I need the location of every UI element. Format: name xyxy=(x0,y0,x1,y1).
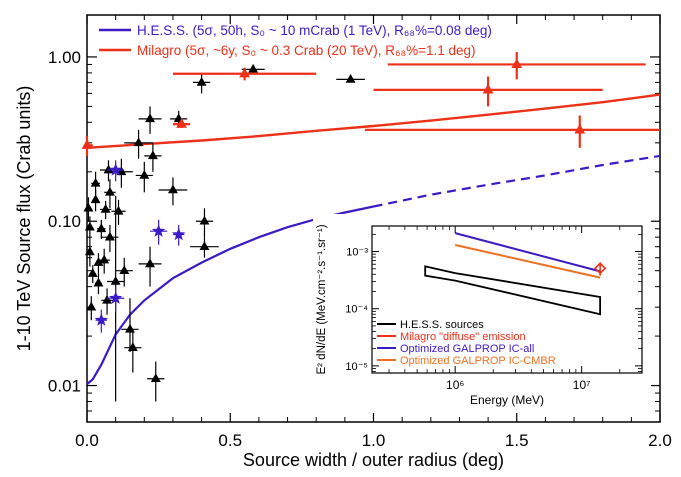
data-point-star xyxy=(152,224,166,237)
y-tick-label: 0.01 xyxy=(48,377,81,396)
data-point-triangle xyxy=(103,164,114,174)
data-point-triangle xyxy=(96,223,107,233)
inset-legend-label: Optimized GALPROP IC-all xyxy=(400,343,534,355)
data-point-triangle xyxy=(168,184,178,194)
x-tick-label: 1.5 xyxy=(505,431,529,450)
inset-milagro-point xyxy=(594,262,607,275)
inset-frame xyxy=(371,225,643,374)
data-point-triangle xyxy=(104,231,115,241)
data-point-star xyxy=(109,163,123,176)
inset-legend-label: Milagro "diffuse" emission xyxy=(400,331,526,343)
inset-y-axis-label: E² dN/dE (MeV.cm⁻².s⁻¹.sr⁻¹) xyxy=(316,224,328,374)
data-point-triangle xyxy=(100,203,111,213)
y-tick-label: 1.00 xyxy=(48,48,81,67)
data-point-triangle xyxy=(110,275,121,285)
inset-y-tick-label: 10⁻⁵ xyxy=(345,361,368,373)
data-point-triangle xyxy=(133,137,144,147)
inset-x-axis-label: Energy (MeV) xyxy=(470,393,544,407)
milagro-sensitivity-curve xyxy=(86,93,661,149)
x-tick-label: 2.0 xyxy=(648,431,672,450)
inset-ic-cmbr-line xyxy=(454,244,601,279)
data-point-triangle xyxy=(150,373,161,383)
y-tick-label: 0.10 xyxy=(48,212,81,231)
data-point-triangle xyxy=(199,241,210,250)
data-point-triangle xyxy=(104,186,115,196)
x-tick-label: 1.0 xyxy=(362,431,386,450)
x-axis-label: Source width / outer radius (deg) xyxy=(243,450,504,470)
data-point-triangle xyxy=(90,177,101,187)
hess-sensitivity-extrapolation xyxy=(373,154,661,208)
data-point-triangle xyxy=(90,194,101,204)
inset-x-tick-label: 10⁷ xyxy=(573,378,591,392)
inset-y-tick-label: 10⁻³ xyxy=(346,247,368,259)
data-point-triangle xyxy=(84,221,95,231)
data-point-triangle xyxy=(99,254,110,264)
data-point-triangle xyxy=(86,301,97,311)
legend-label: Milagro (5σ, ~6y, S₀ ~ 0.3 Crab (20 TeV)… xyxy=(137,43,476,58)
point-series-3b1bc8-star xyxy=(94,160,186,333)
data-point-triangle xyxy=(199,215,210,225)
data-point-triangle xyxy=(81,139,93,149)
x-tick-label: 0.0 xyxy=(75,431,99,450)
data-point-triangle xyxy=(119,265,130,275)
data-point-triangle xyxy=(574,123,586,134)
data-point-triangle xyxy=(239,67,250,78)
data-point-triangle xyxy=(482,83,494,94)
data-point-triangle xyxy=(127,342,138,351)
data-point-triangle xyxy=(93,257,104,266)
inset-plot: 10⁶ 10⁷ 10⁻⁵ 10⁻⁴ 10⁻³ Energy (MeV) E² dN/dE (… xyxy=(313,214,651,412)
inset-legend-label: Optimized GALPROP IC-CMBR xyxy=(400,355,556,367)
data-point-triangle xyxy=(139,169,150,179)
data-point-triangle xyxy=(147,150,158,160)
data-point-triangle xyxy=(196,76,207,86)
data-point-triangle xyxy=(125,323,135,333)
data-point-triangle xyxy=(176,118,187,128)
data-point-triangle xyxy=(345,73,356,83)
point-series-ee3018-triangle xyxy=(81,52,660,156)
inset-x-tick-label: 10⁶ xyxy=(446,378,464,392)
data-point-star xyxy=(94,313,108,326)
x-tick-label: 0.5 xyxy=(218,431,242,450)
inset-y-tick-label: 10⁻⁴ xyxy=(345,304,368,316)
data-point-star xyxy=(109,291,123,304)
data-point-triangle xyxy=(113,205,124,215)
y-axis-label: 1-10 TeV Source flux (Crab units) xyxy=(14,86,34,352)
data-point-triangle xyxy=(84,246,95,256)
hess-sensitivity-curve xyxy=(86,205,374,385)
legend-label: H.E.S.S. (5σ, 50h, S₀ ~ 10 mCrab (1 TeV)… xyxy=(137,23,492,38)
inset-legend-label: H.E.S.S. sources xyxy=(400,319,484,331)
data-point-star xyxy=(172,227,186,241)
main-legend: H.E.S.S. (5σ, 50h, S₀ ~ 10 mCrab (1 TeV)… xyxy=(99,23,492,58)
data-point-triangle xyxy=(145,113,155,123)
inset-ic-all-line xyxy=(454,232,601,273)
data-point-triangle xyxy=(87,268,98,277)
data-point-triangle xyxy=(102,294,113,304)
data-point-triangle xyxy=(145,258,155,268)
inset-hess-sources-band xyxy=(424,265,601,316)
data-point-triangle xyxy=(83,202,94,212)
data-point-triangle xyxy=(511,58,523,69)
data-point-triangle xyxy=(93,277,104,287)
data-point-triangle xyxy=(248,63,259,73)
